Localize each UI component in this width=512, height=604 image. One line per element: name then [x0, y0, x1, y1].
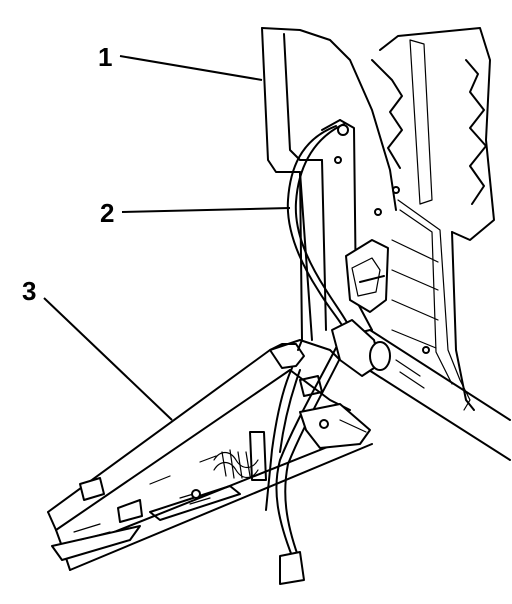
callout-2: 2 — [100, 198, 291, 228]
callout-label-2: 2 — [100, 198, 114, 228]
seat-pillar — [297, 119, 373, 351]
seat-adjuster-track — [47, 339, 373, 571]
callout-1: 1 — [98, 42, 263, 81]
leader-line-1 — [119, 55, 263, 81]
callout-3: 3 — [22, 276, 173, 421]
bolt-icon — [319, 419, 329, 429]
bolt-icon — [191, 489, 201, 499]
callout-label-3: 3 — [22, 276, 36, 306]
leader-line-3 — [43, 297, 173, 421]
seat-back-frame — [261, 27, 495, 411]
bolt-icon — [334, 156, 342, 164]
bolt-icon — [392, 186, 400, 194]
bolt-icon — [374, 208, 382, 216]
recliner-latch — [345, 239, 389, 313]
bolt-icon — [422, 346, 430, 354]
callout-label-1: 1 — [98, 42, 112, 72]
release-cable — [275, 123, 351, 585]
leader-line-2 — [121, 207, 291, 213]
cable-connector-icon — [279, 551, 305, 585]
